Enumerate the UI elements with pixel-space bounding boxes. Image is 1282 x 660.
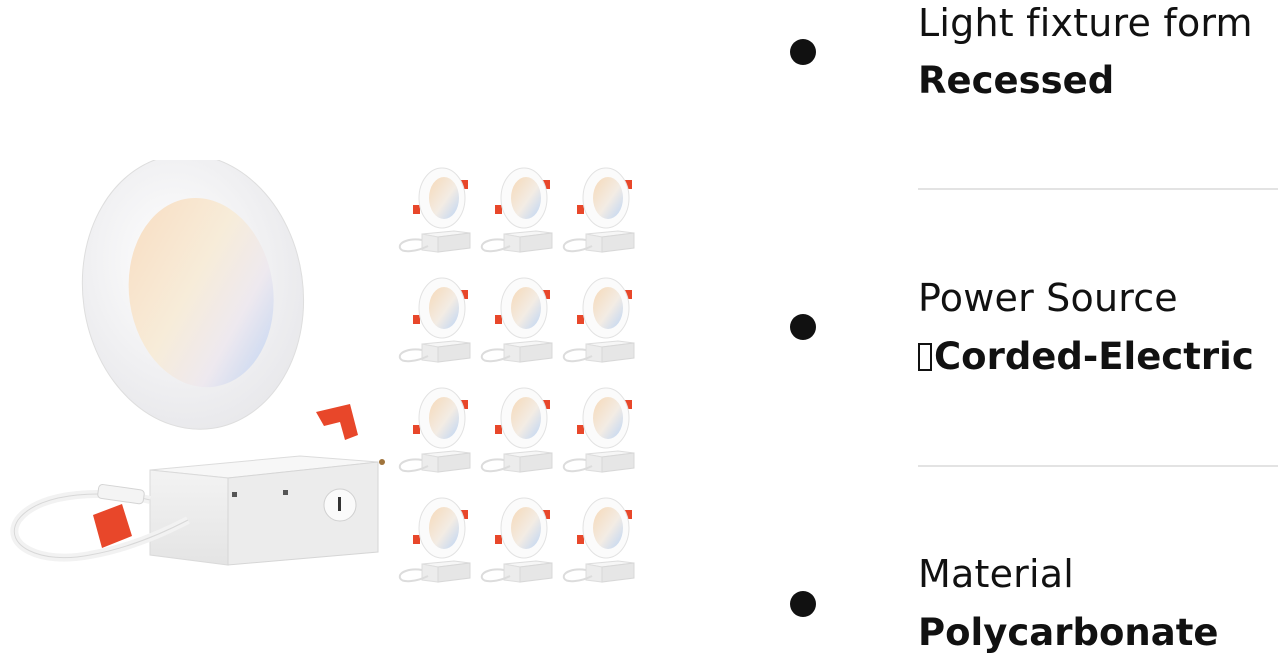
product-image — [10, 160, 648, 600]
divider — [918, 465, 1278, 467]
missing-glyph-icon — [918, 343, 932, 371]
pack-unit-image — [478, 380, 562, 484]
pack-unit-image — [396, 490, 480, 594]
pack-unit-image — [560, 490, 644, 594]
spec-label: Material — [918, 552, 1074, 596]
pack-unit-image — [396, 380, 480, 484]
pack-unit-image — [560, 160, 644, 264]
downlight-panel — [128, 198, 274, 388]
main-downlight-image — [10, 160, 385, 566]
spec-value: Recessed — [918, 59, 1115, 102]
pack-unit-image — [478, 270, 562, 374]
pack-unit-image — [396, 270, 480, 374]
bullet-icon — [790, 591, 816, 617]
twelve-pack-grid — [396, 160, 648, 600]
spec-list: Light fixture form Recessed Power Source… — [760, 0, 1282, 660]
pack-unit-image — [396, 160, 480, 264]
bullet-icon — [790, 314, 816, 340]
pack-unit-image — [560, 270, 644, 374]
divider — [918, 188, 1278, 190]
junction-box — [149, 455, 385, 566]
pack-unit-image — [560, 380, 644, 484]
mounting-clip-right — [316, 404, 358, 440]
spec-label: Power Source — [918, 276, 1178, 320]
spec-value-text: Corded-Electric — [934, 335, 1254, 378]
spec-value: Corded-Electric — [918, 338, 1254, 375]
bullet-icon — [790, 39, 816, 65]
spec-label: Light fixture form — [918, 1, 1253, 45]
pack-unit-image — [478, 490, 562, 594]
pack-unit-image — [478, 160, 562, 264]
spec-value: Polycarbonate — [918, 611, 1219, 654]
mounting-clip-left — [93, 504, 132, 548]
